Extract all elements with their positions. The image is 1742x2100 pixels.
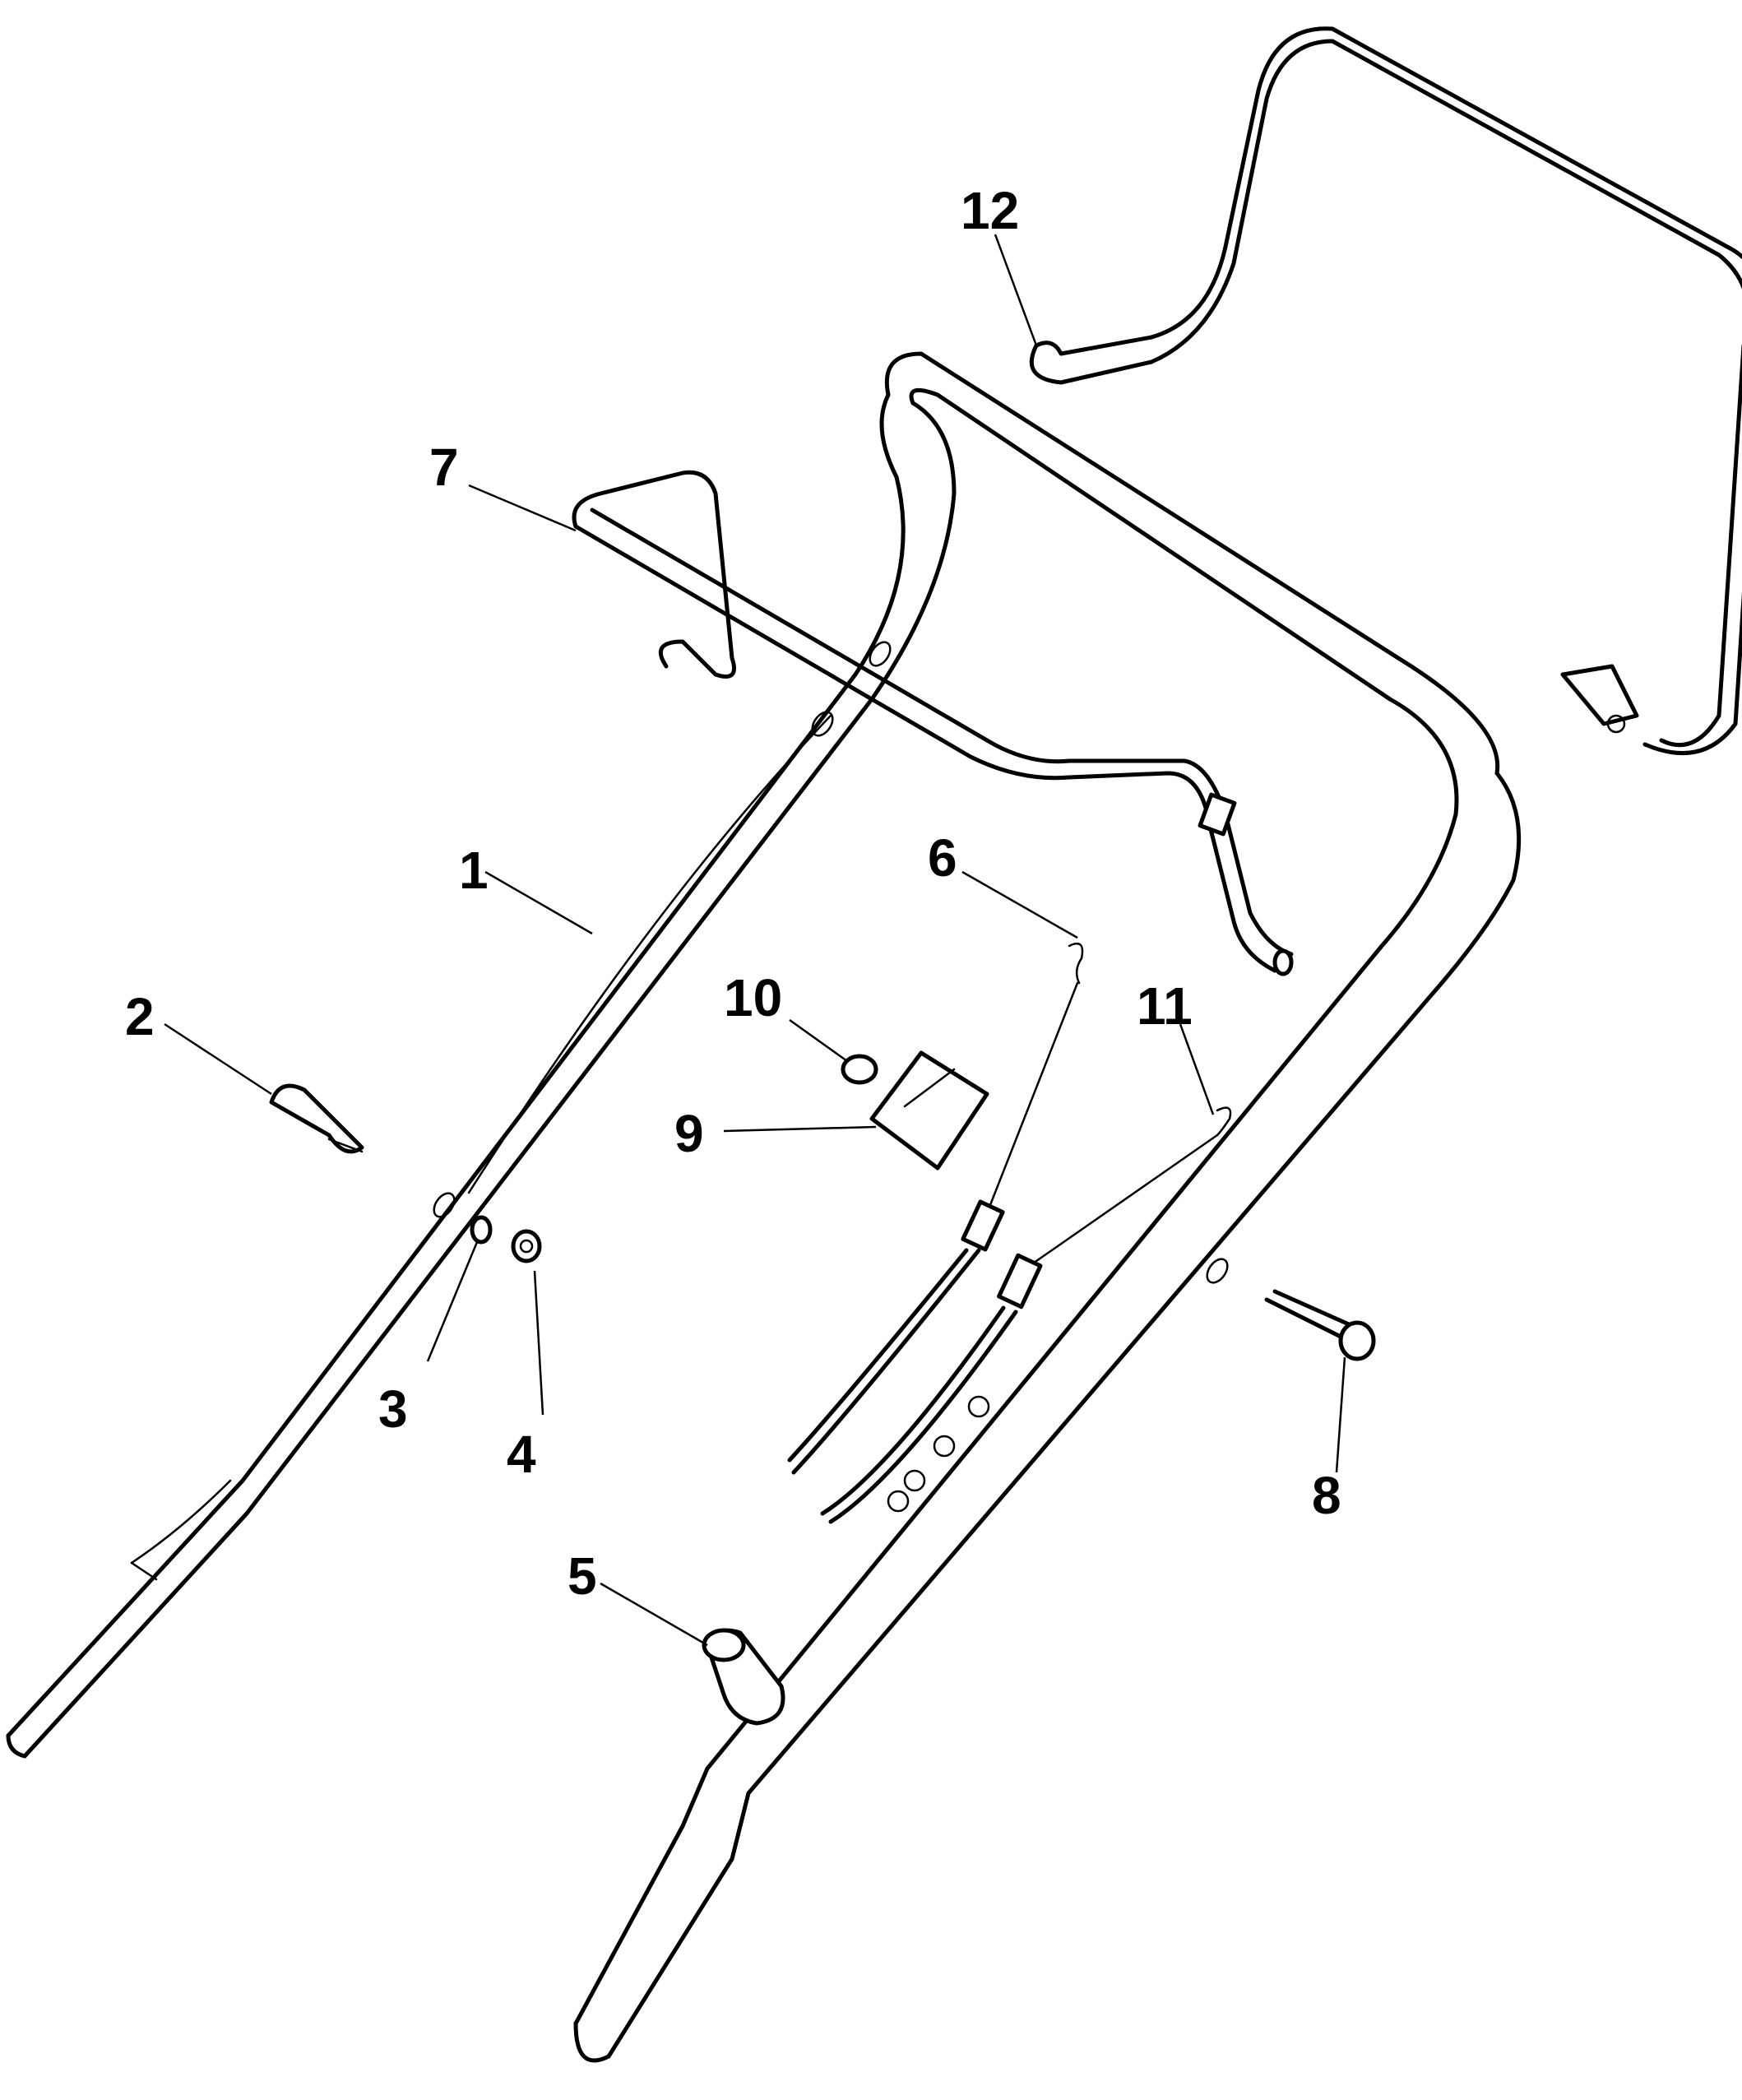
cable-clip-part-5 <box>702 1628 785 1726</box>
cable-part-6 <box>787 942 1084 1475</box>
upper-bail-part-12 <box>1029 26 1742 756</box>
bolt-part-8 <box>1264 1289 1376 1361</box>
callout-3: 3 <box>378 1379 408 1439</box>
callout-6: 6 <box>928 828 957 888</box>
drive-lever-part-7 <box>572 470 1294 976</box>
callout-2: 2 <box>125 987 155 1046</box>
callout-11: 11 <box>1137 976 1193 1036</box>
lock-washers <box>887 1395 990 1513</box>
callout-4: 4 <box>507 1425 536 1484</box>
callout-5: 5 <box>568 1546 597 1606</box>
cable-part-11 <box>820 1106 1232 1524</box>
leader-lines <box>164 234 1346 1647</box>
callout-9: 9 <box>674 1104 704 1163</box>
callout-8: 8 <box>1312 1466 1341 1525</box>
callout-7: 7 <box>429 438 459 497</box>
handle-main-part-1 <box>6 351 1522 2063</box>
callout-10: 10 <box>724 968 782 1027</box>
spacer-part-10 <box>841 1054 878 1085</box>
pin-part-2 <box>269 1083 364 1154</box>
callout-12: 12 <box>961 181 1019 240</box>
nut-part-4 <box>511 1229 542 1263</box>
washer-part-3 <box>470 1215 493 1245</box>
callout-1: 1 <box>459 841 489 900</box>
guide-block-part-9 <box>869 1050 989 1171</box>
callout-numbers: 1 2 3 4 5 6 7 8 9 10 11 12 <box>125 181 1341 1606</box>
